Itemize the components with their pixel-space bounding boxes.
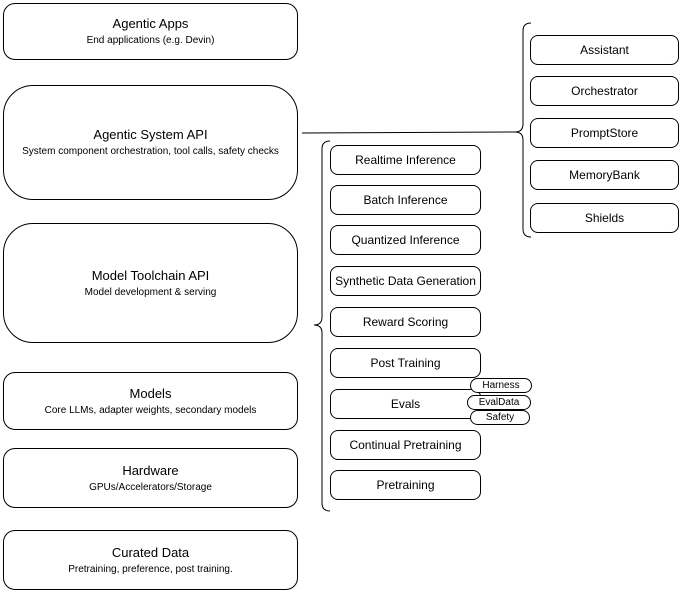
badge-harness: Harness bbox=[470, 378, 532, 393]
brace-system-column bbox=[514, 22, 532, 238]
node-curated-data: Curated Data Pretraining, preference, po… bbox=[3, 530, 298, 590]
node-evals: Evals bbox=[330, 389, 481, 419]
node-subtitle: System component orchestration, tool cal… bbox=[22, 146, 279, 157]
node-synthetic-data-generation: Synthetic Data Generation bbox=[330, 266, 481, 296]
node-memorybank: MemoryBank bbox=[530, 160, 679, 190]
node-subtitle: GPUs/Accelerators/Storage bbox=[89, 481, 212, 493]
node-title: Agentic Apps bbox=[112, 16, 189, 31]
node-assistant: Assistant bbox=[530, 35, 679, 65]
node-agentic-system-api: Agentic System API System component orch… bbox=[3, 85, 298, 200]
node-continual-pretraining: Continual Pretraining bbox=[330, 430, 481, 460]
connector-system-api-to-components bbox=[301, 131, 516, 134]
node-title: Hardware bbox=[122, 462, 179, 478]
node-promptstore: PromptStore bbox=[530, 118, 679, 148]
node-subtitle: Pretraining, preference, post training. bbox=[68, 563, 233, 575]
node-shields: Shields bbox=[530, 203, 679, 233]
node-pretraining: Pretraining bbox=[330, 470, 481, 500]
node-subtitle: End applications (e.g. Devin) bbox=[86, 35, 215, 46]
node-title: Agentic System API bbox=[93, 127, 208, 142]
node-title: Model Toolchain API bbox=[91, 267, 210, 283]
node-agentic-apps: Agentic Apps End applications (e.g. Devi… bbox=[3, 3, 298, 60]
badge-evaldata: EvalData bbox=[467, 395, 531, 410]
node-title: Curated Data bbox=[111, 544, 190, 560]
node-title: Models bbox=[129, 385, 172, 401]
node-post-training: Post Training bbox=[330, 348, 481, 378]
node-subtitle: Core LLMs, adapter weights, secondary mo… bbox=[44, 404, 257, 416]
brace-toolchain-column bbox=[313, 140, 331, 512]
node-realtime-inference: Realtime Inference bbox=[330, 145, 481, 175]
node-subtitle: Model development & serving bbox=[84, 286, 217, 298]
badge-safety: Safety bbox=[470, 410, 530, 425]
node-batch-inference: Batch Inference bbox=[330, 185, 481, 215]
node-reward-scoring: Reward Scoring bbox=[330, 307, 481, 337]
node-models: Models Core LLMs, adapter weights, secon… bbox=[3, 372, 298, 430]
node-orchestrator: Orchestrator bbox=[530, 76, 679, 106]
node-quantized-inference: Quantized Inference bbox=[330, 225, 481, 255]
node-hardware: Hardware GPUs/Accelerators/Storage bbox=[3, 448, 298, 508]
node-model-toolchain-api: Model Toolchain API Model development & … bbox=[3, 223, 298, 343]
